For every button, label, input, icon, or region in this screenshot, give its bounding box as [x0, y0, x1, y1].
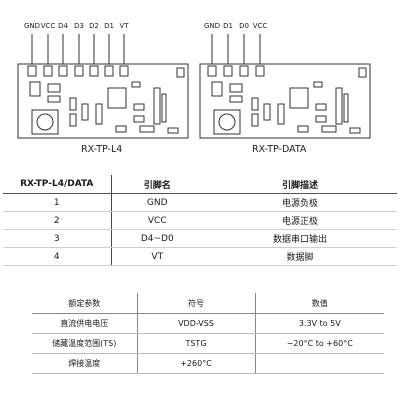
param-name: 直流供电电压	[32, 313, 138, 334]
left-pin-label-3: D4	[58, 22, 68, 30]
pin-number: 2	[3, 211, 112, 230]
pin-table-header: 引脚描述	[203, 175, 397, 194]
param-table-header-row: 额定参数 符号 数值	[32, 293, 384, 314]
left-module-pins	[31, 34, 125, 72]
pin-table-header-row: RX-TP-L4/DATA 引脚名 引脚描述	[3, 175, 397, 194]
pin-description: 电源正极	[203, 211, 397, 230]
right-pin-label-2: D1	[223, 22, 233, 30]
pin-description: 数据脚	[203, 247, 397, 266]
table-row: 4 VT 数据脚	[3, 247, 397, 266]
pin-description-table: RX-TP-L4/DATA 引脚名 引脚描述 1 GND 电源负极 2 VCC …	[3, 175, 397, 266]
right-pin-label-1: GND	[203, 22, 221, 30]
param-value	[255, 353, 384, 374]
right-module-caption: RX-TP-DATA	[252, 144, 307, 155]
param-name: 储藏温度范围(TS)	[32, 333, 138, 354]
left-pin-label-7: VT	[119, 22, 129, 30]
right-pin-label-3: D0	[239, 22, 249, 30]
pin-name: VCC	[111, 211, 203, 230]
param-symbol: VDD-VSS	[137, 313, 256, 334]
pin-name: VT	[111, 247, 203, 266]
pin-name: D4~D0	[111, 229, 203, 248]
table-row: 3 D4~D0 数据串口输出	[3, 229, 397, 248]
right-pin-label-4: VCC	[252, 22, 268, 30]
param-table-header: 额定参数	[32, 293, 138, 314]
param-table-header: 符号	[137, 293, 256, 314]
right-module-board	[199, 63, 371, 139]
pin-description: 数据串口输出	[203, 229, 397, 248]
module-illustrations	[17, 34, 371, 139]
table-row: 储藏温度范围(TS) TSTG −20°C to +60°C	[32, 333, 384, 354]
table-row: 1 GND 电源负极	[3, 193, 397, 212]
param-table-header: 数值	[255, 293, 384, 314]
left-pin-label-2: VCC	[40, 22, 56, 30]
rated-parameters-table: 额定参数 符号 数值 直流供电电压 VDD-VSS 3.3V to 5V 储藏温…	[32, 293, 384, 374]
pin-table-header: RX-TP-L4/DATA	[3, 175, 112, 194]
left-module-board	[17, 63, 189, 139]
param-symbol: +260°C	[137, 353, 256, 374]
param-value: 3.3V to 5V	[255, 313, 384, 334]
left-pin-label-1: GND	[23, 22, 41, 30]
left-module-caption: RX-TP-L4	[81, 144, 123, 155]
param-name: 焊接温度	[32, 353, 138, 374]
left-pin-label-5: D2	[89, 22, 99, 30]
pin-table-header: 引脚名	[111, 175, 203, 194]
table-row: 2 VCC 电源正极	[3, 211, 397, 230]
pin-number: 4	[3, 247, 112, 266]
pin-number: 1	[3, 193, 112, 212]
pin-name: GND	[111, 193, 203, 212]
left-pin-label-6: D1	[104, 22, 114, 30]
left-pin-label-4: D3	[74, 22, 84, 30]
pin-number: 3	[3, 229, 112, 248]
param-value: −20°C to +60°C	[255, 333, 384, 354]
table-row: 直流供电电压 VDD-VSS 3.3V to 5V	[32, 313, 384, 334]
table-row: 焊接温度 +260°C	[32, 353, 384, 374]
pin-description: 电源负极	[203, 193, 397, 212]
param-symbol: TSTG	[137, 333, 256, 354]
